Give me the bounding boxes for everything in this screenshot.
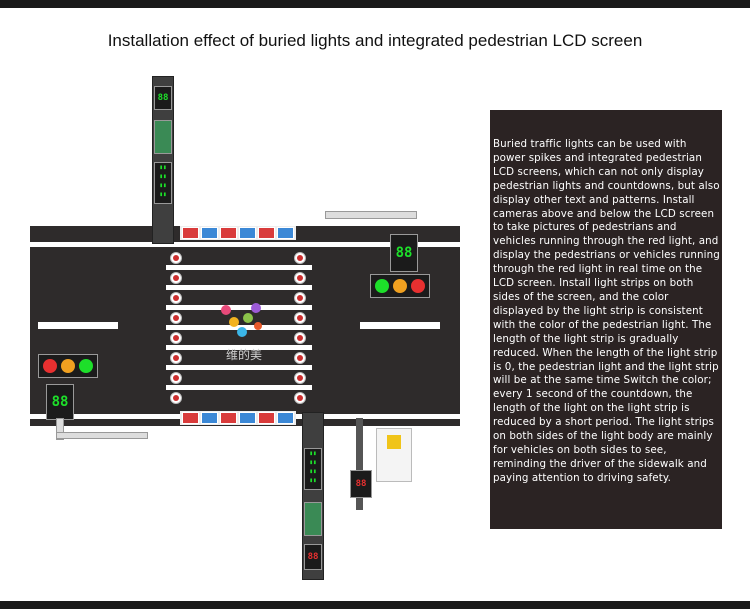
buried-light-stud-icon bbox=[294, 312, 306, 324]
logo-text: 维的美 bbox=[226, 348, 263, 362]
buried-light-strip-bottom bbox=[180, 411, 296, 425]
buried-light-stud-icon bbox=[170, 292, 182, 304]
zebra-stripe bbox=[166, 305, 312, 310]
countdown-display-icon: 88 bbox=[390, 234, 418, 272]
logo-icon bbox=[221, 303, 262, 337]
buried-light-stud-icon bbox=[170, 372, 182, 384]
buried-light-stud-icon bbox=[170, 272, 182, 284]
zebra-stripe bbox=[166, 345, 312, 350]
buried-light-stud-icon bbox=[170, 312, 182, 324]
bottom-border bbox=[0, 601, 750, 609]
traffic-light-icon bbox=[370, 274, 430, 298]
stop-line-right bbox=[360, 322, 440, 329]
buried-light-stud-icon bbox=[170, 252, 182, 264]
countdown-display-icon: 88 bbox=[304, 544, 322, 570]
buried-light-stud-icon bbox=[294, 332, 306, 344]
traffic-light-icon bbox=[38, 354, 98, 378]
zebra-stripe bbox=[166, 285, 312, 290]
buried-light-stud-icon bbox=[294, 352, 306, 364]
signal-arm-right bbox=[325, 211, 417, 219]
small-signal-pole bbox=[356, 418, 363, 510]
top-border bbox=[0, 0, 750, 8]
buried-light-stud-icon bbox=[170, 392, 182, 404]
signal-arm-left bbox=[56, 432, 148, 439]
zebra-stripe bbox=[166, 325, 312, 330]
buried-light-stud-icon bbox=[294, 372, 306, 384]
lcd-screen-icon bbox=[154, 120, 172, 154]
zebra-stripe bbox=[166, 265, 312, 270]
buried-light-stud-icon bbox=[294, 252, 306, 264]
signal-pole-left bbox=[56, 418, 64, 440]
description-text: Buried traffic lights can be used with p… bbox=[493, 138, 720, 484]
road-edge-top bbox=[30, 242, 460, 247]
countdown-display-icon: 88 bbox=[154, 86, 172, 110]
countdown-display-icon: 88 bbox=[350, 470, 372, 498]
stop-line-left bbox=[38, 322, 118, 329]
buried-light-stud-icon bbox=[294, 392, 306, 404]
buried-light-stud-icon bbox=[294, 272, 306, 284]
pedestrian-light-display: ▮▮▮▮▮▮▮▮ bbox=[304, 448, 322, 490]
buried-light-strip-top bbox=[180, 226, 296, 240]
buried-light-stud-icon bbox=[294, 292, 306, 304]
zebra-stripe bbox=[166, 365, 312, 370]
zebra-stripe bbox=[166, 385, 312, 390]
buried-light-stud-icon bbox=[170, 332, 182, 344]
description-panel: Buried traffic lights can be used with p… bbox=[490, 110, 722, 529]
lcd-screen-icon bbox=[304, 502, 322, 536]
countdown-display-icon: 88 bbox=[46, 384, 74, 420]
pedestrian-light-display: ▮▮▮▮▮▮▮▮ bbox=[154, 162, 172, 204]
page-title: Installation effect of buried lights and… bbox=[107, 31, 643, 50]
warning-sign-icon bbox=[376, 428, 412, 482]
buried-light-stud-icon bbox=[170, 352, 182, 364]
